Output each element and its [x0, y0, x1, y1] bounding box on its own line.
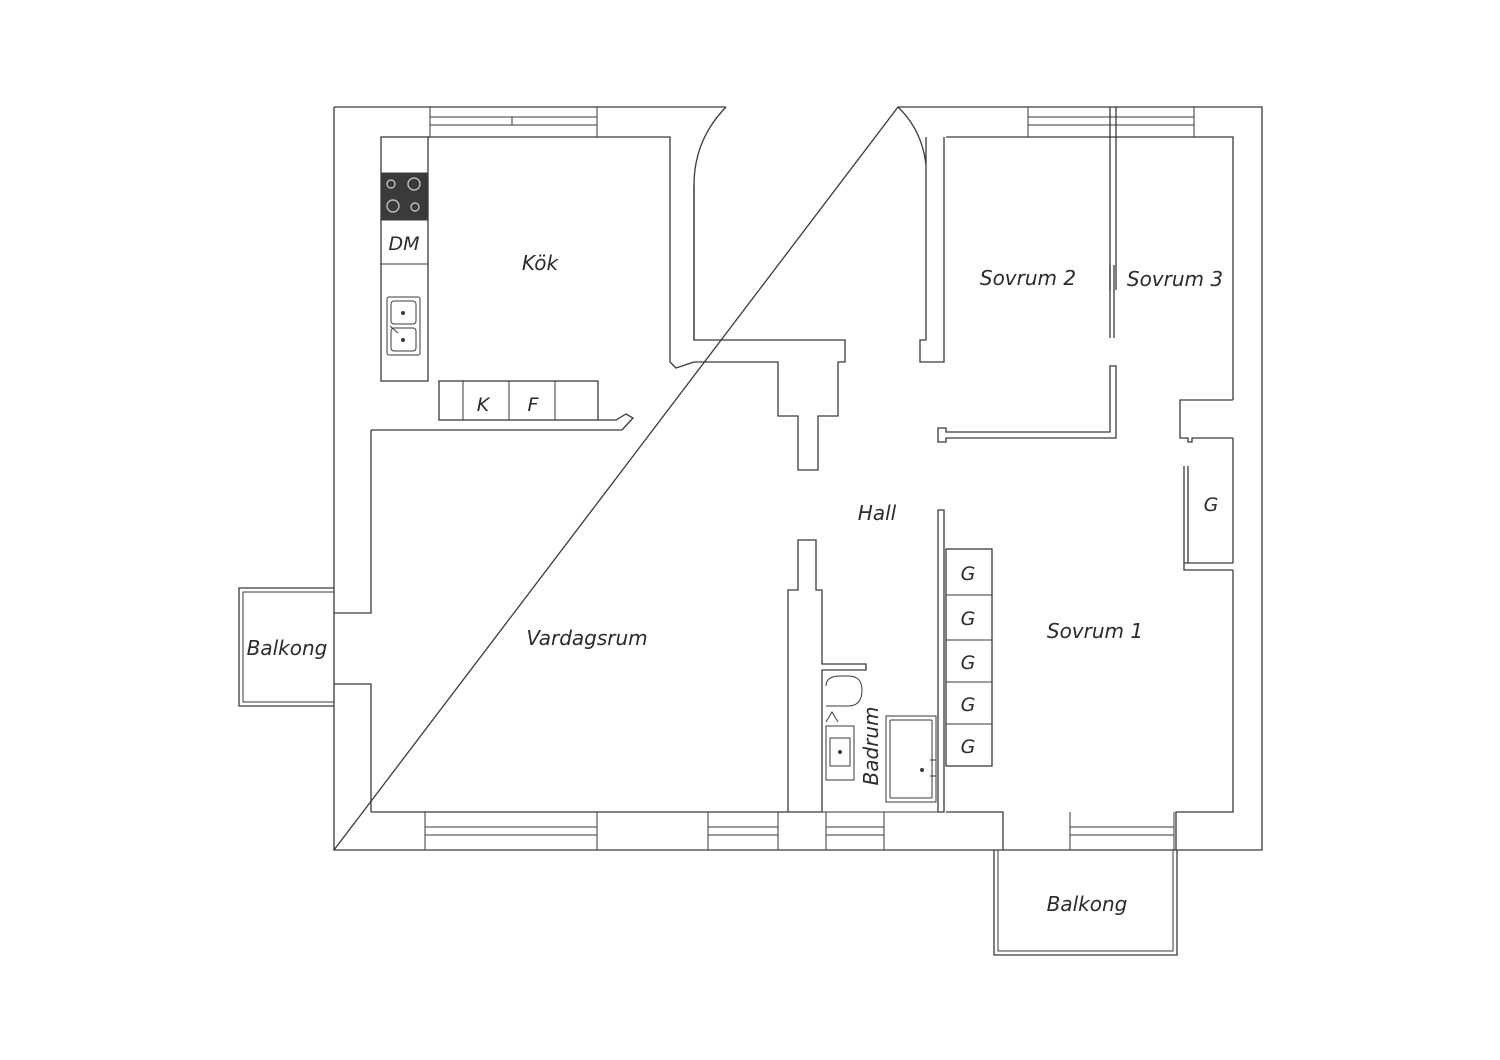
- room-label-kok: Kök: [522, 251, 560, 275]
- fixture-label-wardrobe: G: [1204, 494, 1219, 516]
- fixture-label-wardrobe: G: [961, 608, 976, 630]
- toilet-icon: [825, 675, 863, 707]
- washbasin-icon: [825, 711, 855, 781]
- balcony-west: [238, 587, 334, 707]
- wardrobe-column: [945, 548, 993, 767]
- room-label-sovrum2: Sovrum 2: [980, 266, 1076, 290]
- room-label-balkong-south: Balkong: [1047, 892, 1128, 916]
- fixture-label-freezer: F: [528, 394, 540, 416]
- room-label-badrum: Badrum: [859, 706, 883, 785]
- balcony-south: [993, 850, 1178, 956]
- fixture-label-dishwasher: DM: [388, 233, 419, 255]
- fixture-label-wardrobe: G: [961, 652, 976, 674]
- fixture-label-wardrobe: G: [961, 736, 976, 758]
- fixture-label-fridge: K: [477, 394, 491, 416]
- room-label-vardagsrum: Vardagsrum: [526, 626, 647, 650]
- outer-walls: [332, 106, 1263, 851]
- interior-walls: [787, 107, 1233, 813]
- windows: [424, 107, 1195, 850]
- bathtub-icon: [885, 715, 937, 803]
- room-label-balkong-west: Balkong: [247, 636, 328, 660]
- room-label-sovrum1: Sovrum 1: [1047, 619, 1143, 643]
- fixture-label-wardrobe: G: [961, 563, 976, 585]
- fixture-label-wardrobe: G: [961, 694, 976, 716]
- room-label-hall: Hall: [858, 501, 897, 525]
- sink-icon: [386, 296, 421, 356]
- room-label-sovrum3: Sovrum 3: [1127, 267, 1223, 291]
- stove-icon: [381, 173, 428, 220]
